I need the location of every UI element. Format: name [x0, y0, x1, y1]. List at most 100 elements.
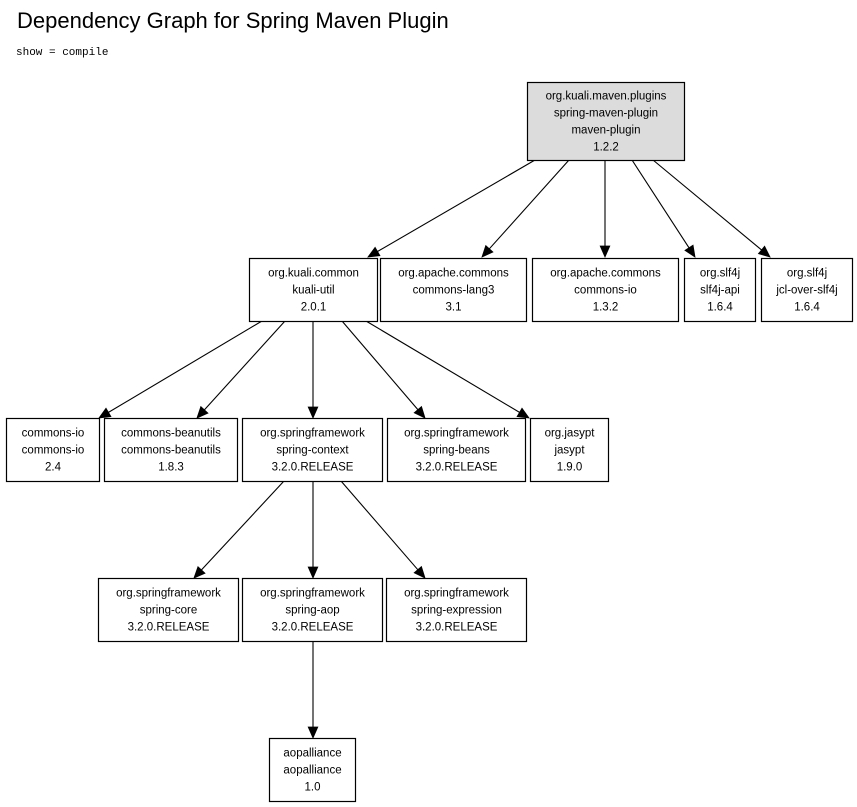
node-version: 1.0	[305, 782, 321, 794]
edge-line	[652, 159, 762, 251]
node-spring-beans[interactable]: org.springframeworkspring-beans3.2.0.REL…	[386, 417, 527, 483]
node-box[interactable]	[386, 417, 527, 483]
node-group-id: commons-beanutils	[121, 428, 221, 440]
node-version: 1.6.4	[794, 302, 820, 314]
node-box[interactable]	[268, 737, 357, 803]
node-version: 1.2.2	[593, 142, 619, 154]
edge-line	[341, 320, 419, 410]
node-box[interactable]	[103, 417, 239, 483]
node-spring-maven-plugin[interactable]: org.kuali.maven.plugins spring-maven-plug…	[526, 81, 686, 162]
edge-kuali-util-to-jasypt	[365, 320, 530, 419]
node-packaging: maven-plugin	[571, 125, 640, 137]
node-spring-context[interactable]: org.springframework spring-context 3.2.0.R…	[241, 417, 384, 483]
node-group-id: commons-io	[22, 428, 85, 440]
edge-spring-maven-plugin-to-slf4j-api	[631, 159, 696, 258]
edge-line	[340, 480, 419, 571]
edges-layer	[98, 159, 771, 740]
edge-line	[488, 159, 570, 250]
node-group-id: org.springframework	[404, 428, 509, 440]
edge-spring-maven-plugin-to-kuali-util	[367, 159, 536, 258]
edge-spring-context-to-spring-aop	[307, 481, 319, 580]
node-version: 1.9.0	[557, 462, 583, 474]
node-artifact-id: spring-beans	[423, 445, 490, 457]
node-group-id: org.springframework	[404, 588, 509, 600]
edge-spring-aop-to-aopalliance	[307, 641, 319, 740]
node-apache-commons-io[interactable]: org.apache.commons commons-io 1.3.2	[531, 257, 680, 323]
node-box[interactable]	[529, 417, 610, 483]
edge-spring-context-to-spring-core	[193, 480, 285, 579]
node-jcl-over-slf4j[interactable]: org.slf4j jcl-over-slf4j 1.6.4	[760, 257, 854, 323]
edge-spring-maven-plugin-to-commons-lang3	[481, 159, 570, 258]
arrowhead-icon	[481, 244, 494, 258]
edge-spring-maven-plugin-to-apache-commons-io	[599, 160, 611, 259]
nodes-layer: org.kuali.maven.plugins spring-maven-plug…	[5, 81, 854, 803]
node-box[interactable]	[683, 257, 757, 323]
edge-spring-context-to-spring-expression	[340, 480, 426, 579]
arrowhead-icon	[516, 407, 530, 419]
node-box[interactable]	[5, 417, 101, 483]
node-version: 1.6.4	[707, 302, 733, 314]
node-artifact-id: jcl-over-slf4j	[775, 285, 837, 297]
node-box[interactable]	[379, 257, 528, 323]
arrowhead-icon	[98, 407, 112, 419]
node-group-id: org.kuali.maven.plugins	[546, 91, 667, 103]
node-version: 3.1	[446, 302, 462, 314]
arrowhead-icon	[757, 245, 771, 258]
edge-line	[201, 480, 285, 571]
arrowhead-icon	[684, 244, 696, 258]
scope-filter-label: show = compile	[16, 47, 109, 59]
node-box[interactable]	[248, 257, 379, 323]
node-artifact-id: spring-expression	[411, 605, 502, 617]
node-artifact-id: spring-maven-plugin	[554, 108, 658, 120]
edge-line	[203, 320, 286, 411]
node-version: 1.8.3	[158, 462, 184, 474]
node-version: 3.2.0.RELEASE	[128, 622, 210, 634]
node-box[interactable]	[97, 577, 240, 643]
node-group-id: org.apache.commons	[550, 268, 661, 280]
node-group-id: org.kuali.common	[268, 268, 359, 280]
node-box[interactable]	[241, 577, 384, 643]
node-version: 3.2.0.RELEASE	[272, 462, 354, 474]
node-spring-core[interactable]: org.springframeworkspring-core3.2.0.RELE…	[97, 577, 240, 643]
node-box[interactable]	[760, 257, 854, 323]
node-group-id: aopalliance	[283, 748, 341, 760]
arrowhead-icon	[307, 726, 319, 740]
edge-kuali-util-to-commons-beanutils	[196, 320, 286, 419]
page-title: Dependency Graph for Spring Maven Plugin	[17, 8, 449, 33]
node-artifact-id: spring-aop	[285, 605, 339, 617]
node-group-id: org.springframework	[260, 428, 365, 440]
node-group-id: org.jasypt	[545, 428, 596, 440]
edge-line	[377, 159, 536, 252]
arrowhead-icon	[367, 246, 381, 258]
node-artifact-id: commons-io	[574, 285, 637, 297]
edge-kuali-util-to-spring-beans	[341, 320, 426, 419]
node-version: 1.3.2	[593, 302, 619, 314]
edge-line	[631, 159, 690, 249]
node-group-id: org.apache.commons	[398, 268, 509, 280]
arrowhead-icon	[196, 405, 209, 419]
node-version: 3.2.0.RELEASE	[272, 622, 354, 634]
node-spring-aop[interactable]: org.springframework spring-aop 3.2.0.RELEA…	[241, 577, 384, 643]
node-group-id: org.springframework	[260, 588, 365, 600]
arrowhead-icon	[193, 565, 206, 579]
edge-line	[108, 320, 263, 413]
node-artifact-id: spring-context	[276, 445, 349, 457]
node-artifact-id: kuali-util	[292, 285, 334, 297]
node-box[interactable]	[241, 417, 384, 483]
edge-kuali-util-to-spring-context	[307, 321, 319, 420]
node-spring-expression[interactable]: org.springframeworkspring-expression3.2.…	[385, 577, 528, 643]
arrowhead-icon	[413, 565, 426, 579]
node-group-id: org.slf4j	[787, 268, 827, 280]
node-box[interactable]	[531, 257, 680, 323]
node-box[interactable]	[385, 577, 528, 643]
node-box[interactable]	[526, 81, 686, 162]
node-group-id: org.slf4j	[700, 268, 740, 280]
